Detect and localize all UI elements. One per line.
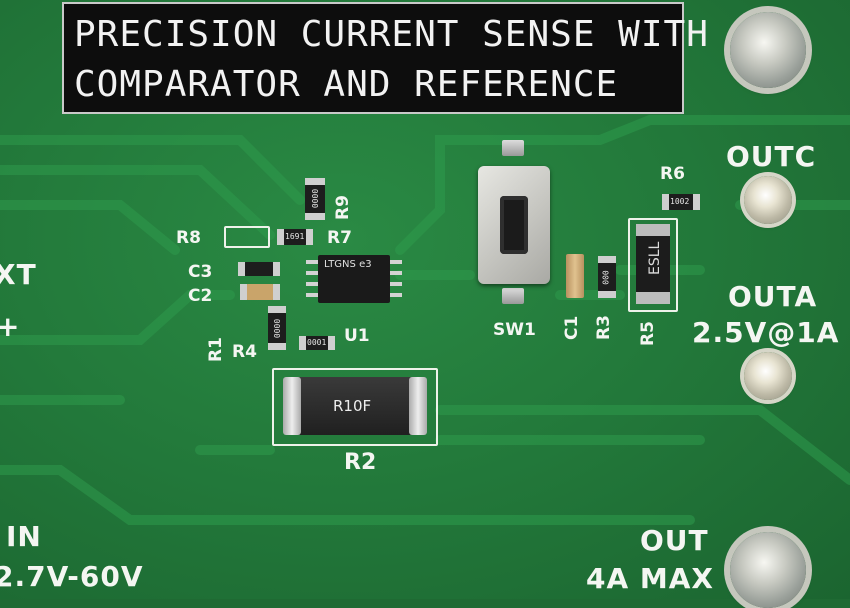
label-c1: C1 (562, 315, 582, 340)
label-out: OUT (640, 524, 709, 557)
u1-lead (306, 293, 318, 297)
r4-code: 0000 (273, 318, 283, 339)
u1-marking-line1: LTGNS (324, 259, 356, 270)
label-c2: C2 (188, 286, 213, 306)
title-line-1: PRECISION CURRENT SENSE WITH (74, 14, 709, 55)
label-r9: R9 (333, 195, 353, 220)
label-r8: R8 (176, 228, 201, 248)
u1-lead (306, 282, 318, 286)
component-r4: 0000 (268, 306, 286, 350)
r3-code: 000 (601, 270, 611, 285)
component-r7: 1691 (277, 229, 313, 245)
turret-out (730, 532, 806, 608)
u1-below-code: 0001 (307, 338, 327, 347)
outline-r2 (272, 368, 438, 446)
u1-lead (306, 260, 318, 264)
label-r2: R2 (344, 450, 377, 475)
component-r5: ESLL (636, 224, 670, 304)
label-in: IN (6, 520, 42, 553)
component-r6: 1002 (662, 194, 700, 210)
r6-code: 1002 (670, 197, 690, 206)
component-r3: 000 (598, 256, 616, 298)
label-ext-partial: XT (0, 258, 37, 291)
component-r2: R10F (283, 377, 427, 435)
u1-lead (390, 260, 402, 264)
label-r7: R7 (327, 228, 352, 248)
u1-lead (390, 271, 402, 275)
component-c3 (238, 262, 280, 276)
turret-top-right (730, 12, 806, 88)
outline-r5 (628, 218, 678, 312)
label-outa-rating: 2.5V@1A (692, 316, 840, 349)
r7-code: 1691 (285, 232, 305, 241)
label-sw1: SW1 (493, 320, 536, 340)
u1-lead (390, 282, 402, 286)
component-c1 (566, 254, 584, 298)
component-c2 (240, 284, 280, 300)
outline-r8 (224, 226, 270, 248)
label-u1: U1 (344, 326, 370, 346)
sw1-button (500, 196, 528, 254)
r5-marking: ESLL (647, 241, 663, 275)
title-block: PRECISION CURRENT SENSE WITH COMPARATOR … (62, 2, 708, 114)
component-u1-resistor: 0001 (299, 336, 335, 350)
label-out-rating: 4A MAX (586, 562, 715, 595)
label-outc: OUTC (726, 140, 817, 173)
label-r4: R4 (232, 342, 257, 362)
label-c3: C3 (188, 262, 213, 282)
sw1-tab-bottom (502, 288, 524, 304)
r9-code: 0000 (311, 188, 321, 209)
label-r3: R3 (594, 315, 614, 340)
component-r9: 0000 (305, 178, 325, 220)
label-in-range: 2.7V-60V (0, 560, 144, 593)
sw1-tab-top (502, 140, 524, 156)
u1-lead (306, 271, 318, 275)
pad-outc (744, 176, 792, 224)
label-r6: R6 (660, 164, 685, 184)
u1-marking: LTGNS e3 (324, 259, 384, 271)
component-u1: LTGNS e3 (318, 255, 390, 303)
label-r5: R5 (638, 321, 658, 346)
component-sw1 (478, 166, 550, 284)
label-r1: R1 (206, 337, 226, 362)
u1-marking-logo: e3 (359, 259, 372, 270)
label-plus: + (0, 310, 21, 343)
label-outa: OUTA (728, 280, 818, 313)
r2-marking: R10F (333, 397, 372, 415)
pad-outa (744, 352, 792, 400)
title-line-2: COMPARATOR AND REFERENCE (74, 64, 619, 105)
u1-lead (390, 293, 402, 297)
